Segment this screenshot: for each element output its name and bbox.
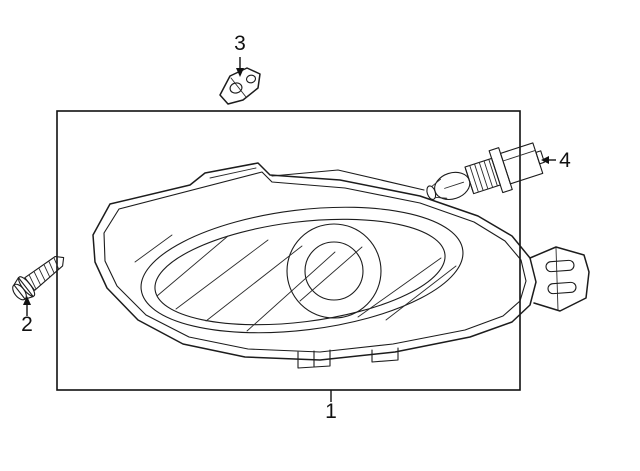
fog-lamp-assembly	[92, 162, 590, 369]
projector-circle-inner	[304, 241, 364, 301]
lens-ellipse-outer	[140, 206, 464, 334]
bulb-connector-tab	[535, 150, 545, 165]
part-label-3: 3	[234, 32, 246, 55]
callout-1: 1	[325, 390, 337, 423]
callout-2-arrowhead	[23, 296, 31, 305]
bulb-neck-lines	[431, 178, 465, 199]
screw-threads	[28, 258, 60, 289]
lens-ellipse-inner	[154, 218, 446, 326]
boundary-rect	[56, 110, 521, 391]
bulb-body-ribs	[469, 158, 498, 193]
fog-light-bulb	[426, 142, 545, 201]
callout-4: 4	[541, 149, 571, 172]
bulb-connector-housing	[499, 142, 544, 185]
bottom-tab-right	[371, 347, 399, 363]
top-flange-line	[271, 169, 425, 191]
screw-head-flange	[13, 277, 34, 300]
bracket-outline	[219, 67, 261, 105]
side-bracket-slot-lower	[547, 281, 577, 295]
mounting-screw	[12, 255, 65, 301]
side-bracket-slot-upper	[545, 259, 575, 273]
bracket-hole-small	[245, 74, 257, 84]
bottom-tab-left	[297, 349, 331, 369]
projector-circle-outer	[286, 223, 382, 319]
lens-reflection-lines	[134, 234, 457, 332]
screw-shaft	[24, 255, 65, 291]
boundary-box	[56, 110, 521, 391]
callout-2: 2	[21, 296, 33, 336]
bulb-connector-seam	[502, 150, 536, 162]
callout-3-arrowhead	[236, 68, 244, 77]
callout-3: 3	[234, 32, 246, 77]
upper-bracket	[219, 67, 261, 105]
callout-4-arrowhead	[541, 156, 549, 164]
part-label-2: 2	[21, 313, 33, 336]
housing-inner-rim	[103, 171, 527, 353]
side-bracket-fold-line	[555, 247, 559, 311]
housing-outline	[92, 162, 537, 361]
top-tab-inner-line	[209, 167, 257, 179]
side-mount-bracket	[529, 246, 590, 312]
part-label-1: 1	[325, 400, 337, 423]
bracket-hole-large	[229, 82, 243, 94]
part-label-4: 4	[559, 149, 571, 172]
bracket-fold-line	[230, 77, 247, 98]
